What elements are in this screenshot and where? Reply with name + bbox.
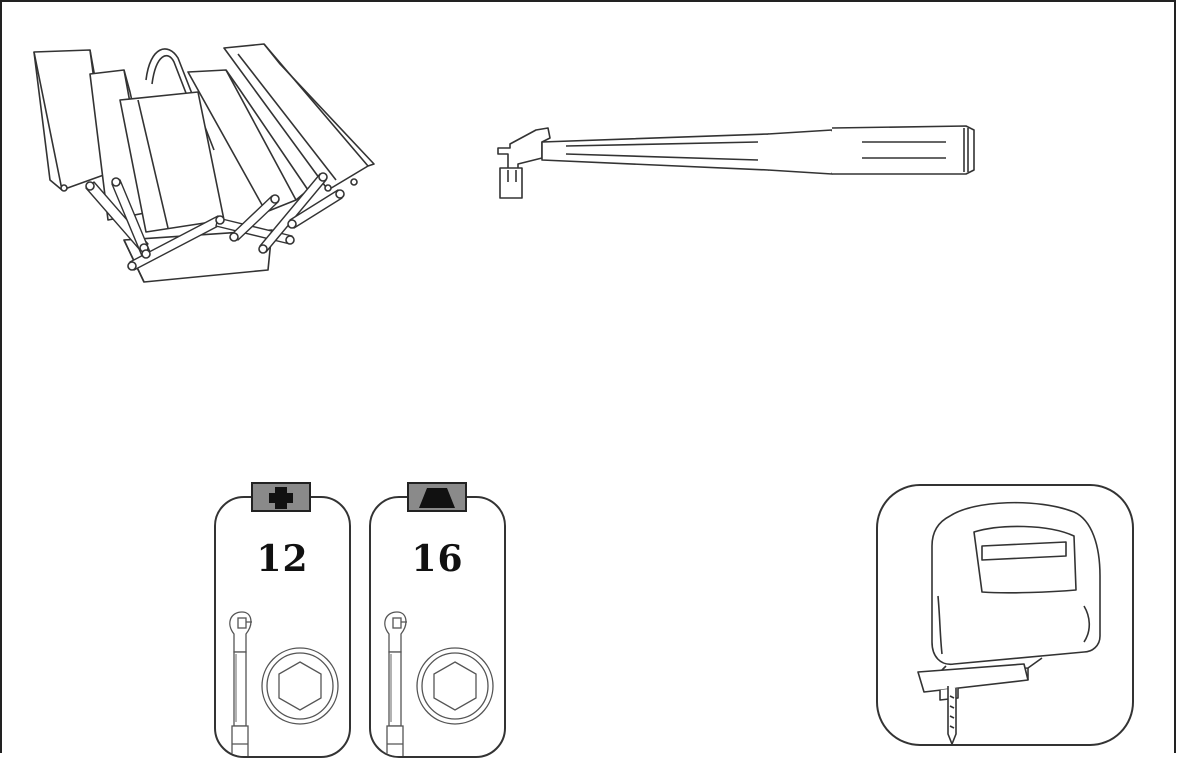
socket-size-label: 16: [411, 538, 464, 580]
socket-size-label: 12: [256, 538, 309, 580]
cross-drive-icon: [269, 487, 293, 509]
angled-extension-wrench-icon: [497, 125, 975, 199]
socket-card: 16: [369, 496, 506, 758]
drive-shape-tag: [251, 482, 311, 512]
socket-card: 12: [214, 496, 351, 758]
ratchet-socket-icon: [384, 611, 494, 756]
drive-shape-tag: [407, 482, 467, 512]
jigsaw-card: [876, 484, 1134, 746]
jigsaw-icon: [917, 501, 1101, 744]
trapezoid-drive-icon: [419, 488, 455, 508]
toolbox-icon: [33, 43, 375, 283]
ratchet-socket-icon: [229, 611, 339, 756]
